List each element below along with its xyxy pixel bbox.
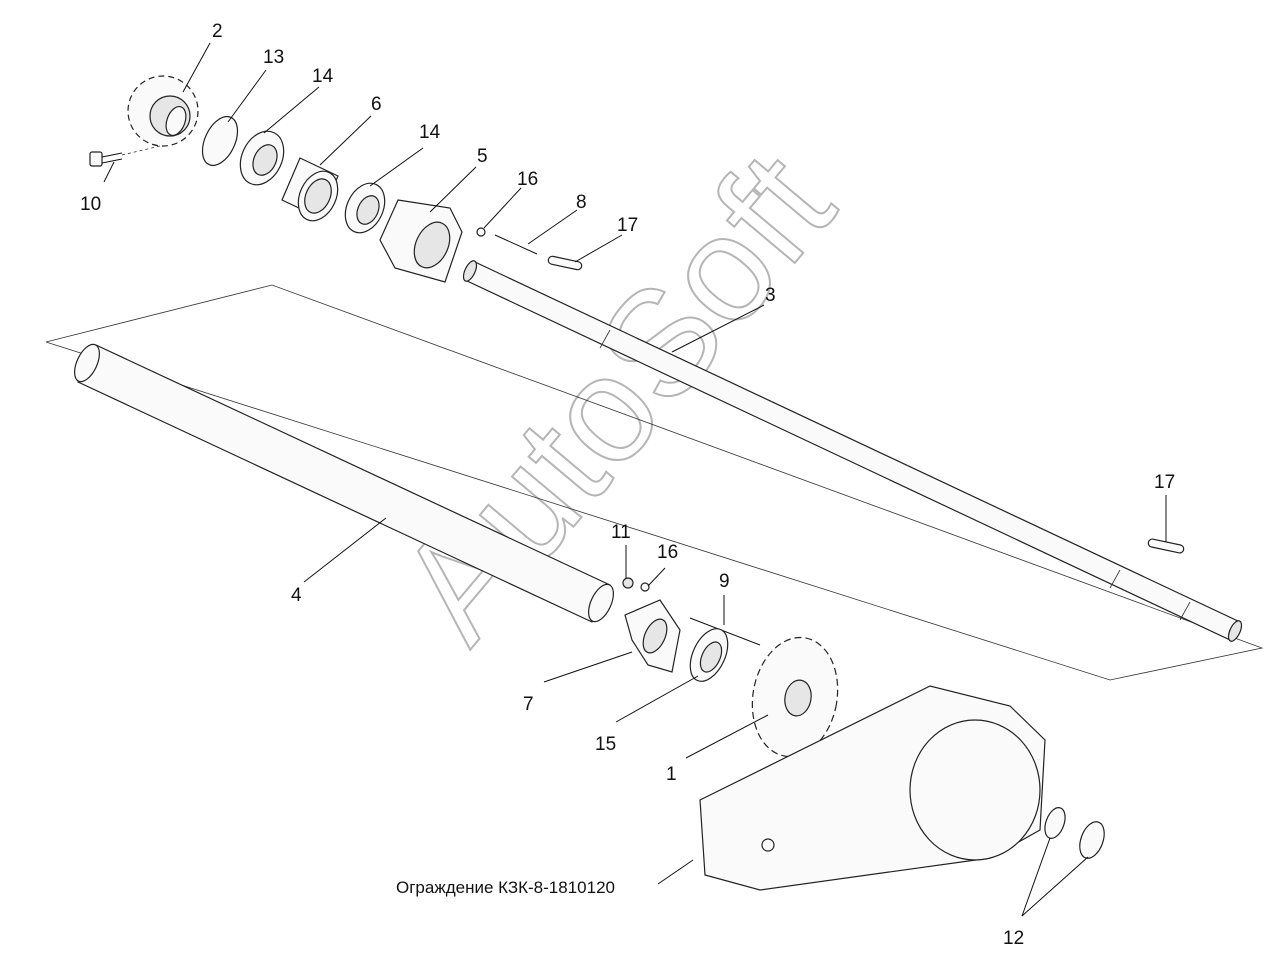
guard-caption: Ограждение КЗК-8-1810120	[396, 878, 615, 897]
leader-lines	[103, 42, 1167, 917]
bearing-housing-part-5	[379, 199, 463, 283]
bearing-part-15	[689, 628, 729, 682]
guard-cover	[699, 685, 1046, 891]
key-part-17-upper	[547, 255, 583, 271]
label-part-4: 4	[291, 585, 302, 606]
washer-part-12-a	[1044, 807, 1066, 839]
retaining-ring-part-13	[201, 115, 239, 167]
label-part-15: 15	[595, 734, 616, 755]
assembly-plane-outline	[45, 284, 1264, 681]
label-part-14-lower: 14	[419, 122, 441, 143]
label-part-9: 9	[719, 571, 730, 592]
key-part-17-lower	[1147, 538, 1185, 554]
label-part-7: 7	[523, 694, 534, 715]
flange-part-7	[624, 599, 681, 673]
label-part-16-lower: 16	[657, 542, 678, 563]
bushing-part-6	[281, 157, 339, 222]
label-part-5: 5	[477, 146, 488, 167]
shaft-part-3	[462, 260, 1243, 642]
label-part-1: 1	[666, 764, 677, 785]
sprocket-part-2	[127, 75, 199, 147]
label-part-13: 13	[263, 47, 284, 68]
bolt-part-10	[89, 145, 161, 167]
label-part-17-upper: 17	[617, 215, 638, 236]
bolt-part-9	[689, 617, 761, 646]
bearing-part-14-upper	[239, 130, 285, 186]
label-part-17-lower: 17	[1154, 472, 1175, 493]
label-part-10: 10	[80, 194, 101, 215]
sprocket-part-1	[751, 636, 839, 758]
tube-part-4	[74, 343, 614, 623]
label-part-2: 2	[212, 21, 223, 42]
label-part-3: 3	[765, 285, 776, 306]
label-part-11: 11	[611, 522, 631, 543]
washer-part-12-b	[1079, 821, 1105, 859]
label-part-8: 8	[576, 192, 587, 213]
label-part-16-upper: 16	[517, 169, 538, 190]
label-part-12: 12	[1003, 928, 1024, 949]
nut-part-11	[622, 577, 634, 589]
pin-part-8	[494, 234, 538, 255]
washer-part-16-lower	[640, 582, 650, 592]
label-part-14-upper: 14	[312, 66, 334, 87]
bearing-part-14-lower	[344, 182, 386, 234]
washer-part-16-upper	[476, 227, 486, 237]
watermark: AutoSoft	[366, 122, 865, 671]
label-part-6: 6	[371, 94, 382, 115]
